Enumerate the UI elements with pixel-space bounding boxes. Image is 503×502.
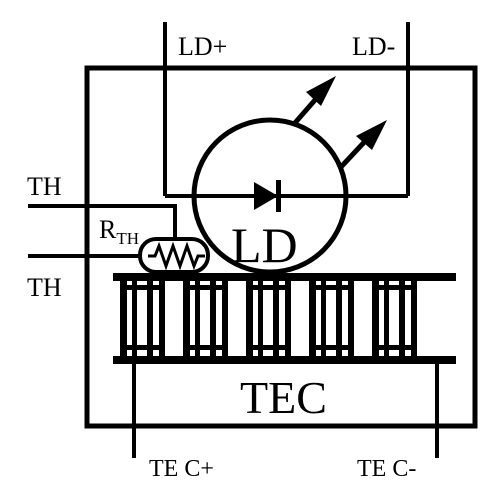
ld-label: LD (231, 217, 298, 273)
diode-symbol (254, 180, 281, 212)
package-outline (84, 65, 478, 429)
laser-diode-circle (191, 117, 349, 275)
tec-label: TEC (240, 372, 327, 423)
thermistor (138, 237, 210, 274)
emission-arrow-icon (338, 120, 387, 170)
tec-minus-label: TE C- (357, 456, 416, 482)
ld-plus-label: LD+ (178, 32, 227, 61)
tec-bottom-plate (113, 356, 456, 364)
tec-elements (120, 281, 417, 356)
tec-top-plate (113, 273, 456, 281)
ld-minus-label: LD- (352, 32, 395, 61)
emission-arrow-icon (292, 76, 336, 126)
rth-main: R (99, 215, 117, 244)
th-top-lead (28, 204, 177, 245)
th-bottom-label: TH (27, 273, 62, 302)
rth-label: RTH (99, 215, 139, 248)
th-top-label: TH (27, 172, 62, 201)
tec-plus-label: TE C+ (149, 456, 214, 482)
rth-subscript: TH (116, 229, 139, 248)
